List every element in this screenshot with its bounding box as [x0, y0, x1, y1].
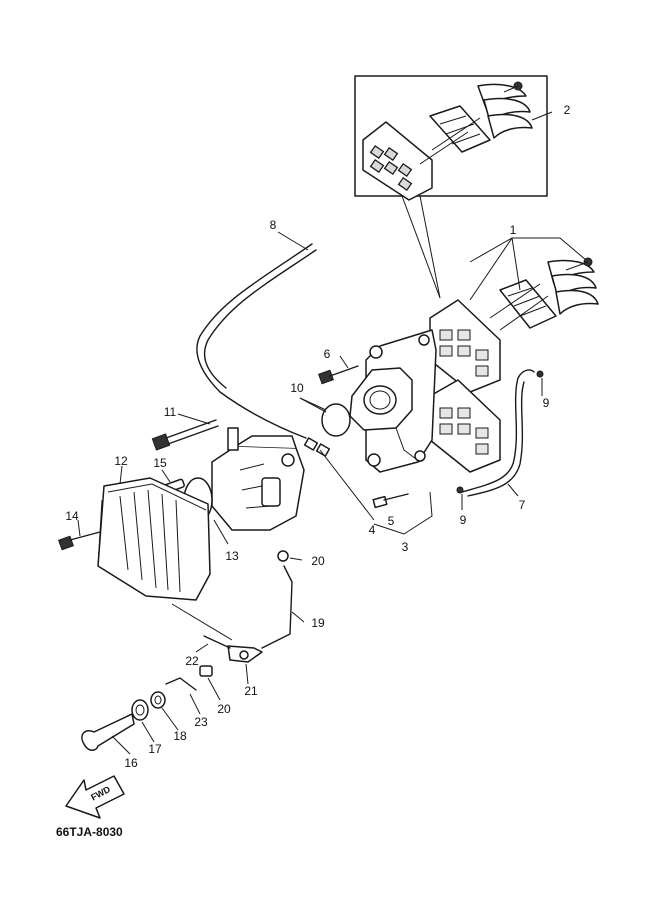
- hose-7: [461, 369, 535, 493]
- callout-17: 17: [148, 742, 162, 756]
- bolt-4: [303, 437, 331, 457]
- callout-12: 12: [114, 454, 128, 468]
- callout-4: 4: [369, 523, 376, 537]
- leader-1: [469, 237, 587, 263]
- callout-8: 8: [270, 218, 277, 232]
- callout-5: 5: [388, 514, 395, 528]
- bolt-5: [372, 493, 409, 509]
- callout-9-lower: 9: [460, 513, 467, 527]
- callout-21: 21: [244, 684, 258, 698]
- choke-knob-16: [81, 709, 141, 751]
- leader-lines: [77, 111, 553, 755]
- callout-6: 6: [324, 347, 331, 361]
- inset-detail-box: [354, 75, 548, 201]
- callout-13: 13: [225, 549, 239, 563]
- callout-2: 2: [564, 103, 571, 117]
- callout-10: 10: [290, 381, 304, 395]
- callout-3: 3: [402, 540, 409, 554]
- inset-leader-b: [419, 195, 441, 299]
- callout-19: 19: [311, 616, 325, 630]
- callout-1: 1: [510, 223, 517, 237]
- callout-23: 23: [194, 715, 208, 729]
- callout-20-lower: 20: [217, 702, 231, 716]
- gasket-10: [321, 403, 351, 437]
- callout-14: 14: [65, 509, 79, 523]
- reed-valve-assembly: [429, 257, 599, 473]
- inset-reed-plate: [362, 121, 433, 201]
- callout-22: 22: [185, 654, 199, 668]
- carburetor: [211, 427, 305, 531]
- pin-22: [203, 635, 231, 649]
- clip-9-lower: [456, 486, 464, 494]
- clip-20-upper: [277, 550, 289, 562]
- bolt-6: [318, 365, 359, 385]
- intake-manifold: [349, 329, 437, 473]
- hose-8: [196, 243, 313, 439]
- drawing-code: 66TJA-8030: [56, 825, 123, 839]
- nut-18: [150, 691, 166, 709]
- callout-labels: 1 2 3 4 5 6 7 8 9 9 10 11 12 13 14 15 16…: [65, 103, 570, 770]
- silencer-12: [97, 477, 211, 601]
- clip-20-lower: [199, 665, 213, 677]
- callout-15: 15: [153, 456, 167, 470]
- callout-16: 16: [124, 756, 138, 770]
- callout-9-upper: 9: [543, 396, 550, 410]
- rod-19: [261, 565, 293, 649]
- rod-23: [165, 677, 197, 691]
- callout-11: 11: [164, 405, 177, 419]
- grommet-17: [131, 699, 149, 721]
- clip-9-upper: [536, 370, 544, 378]
- bolt-14: [58, 531, 101, 551]
- callout-7: 7: [519, 498, 526, 512]
- callout-20-upper: 20: [311, 554, 325, 568]
- inset-leader-a: [401, 195, 441, 299]
- callout-18: 18: [173, 729, 187, 743]
- inset-stopper-plates: [477, 81, 533, 139]
- link-21: [227, 645, 263, 663]
- fwd-arrow: FWD: [65, 775, 125, 819]
- leader-3: [373, 491, 433, 535]
- bolt-11: [151, 419, 219, 451]
